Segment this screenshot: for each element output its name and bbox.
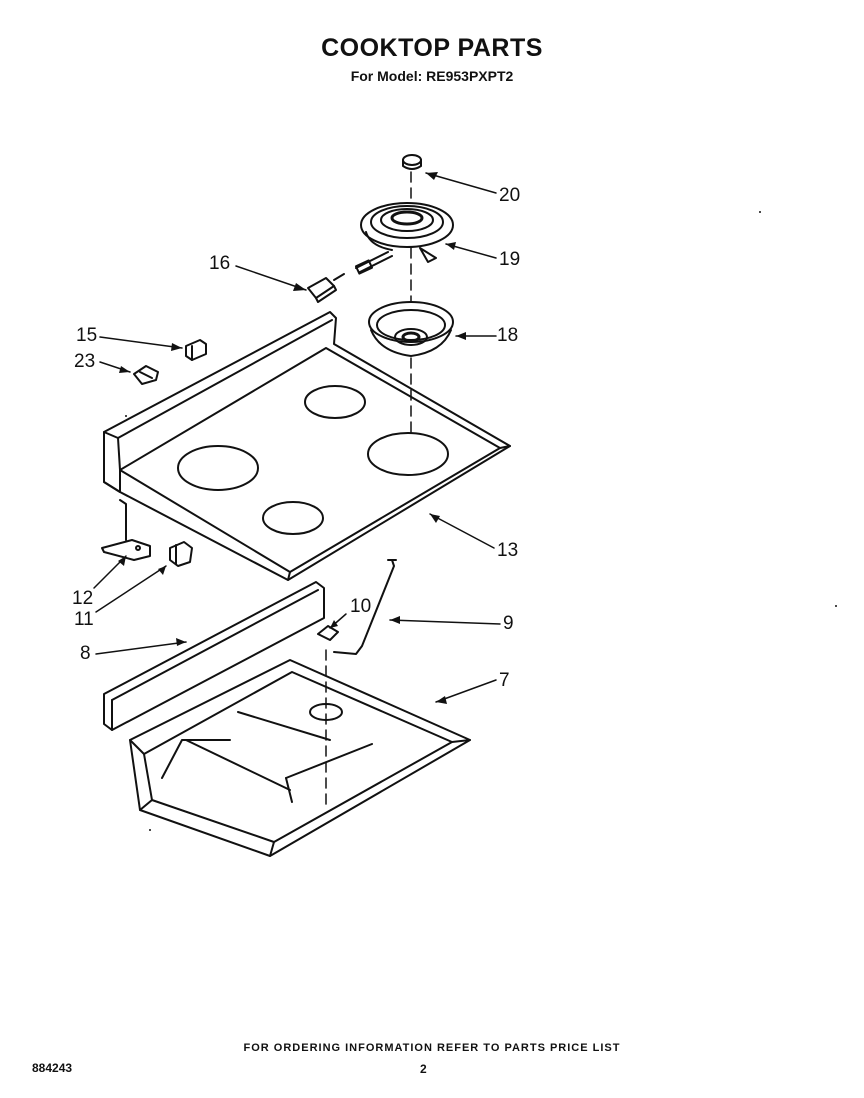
page-number: 2 <box>420 1062 427 1076</box>
page-title: COOKTOP PARTS <box>321 34 543 62</box>
callout-9: 9 <box>503 613 514 634</box>
part-7-under-pan <box>129 659 471 857</box>
part-20-cap <box>402 154 422 170</box>
callout-18: 18 <box>497 325 519 346</box>
callout-10: 10 <box>350 596 372 617</box>
leader-lines <box>93 172 501 703</box>
part-16-terminal-block <box>307 273 345 303</box>
callout-20: 20 <box>499 185 521 206</box>
callout-16: 16 <box>209 253 231 274</box>
leader-arrowheads <box>118 172 466 704</box>
ordering-info-note: FOR ORDERING INFORMATION REFER TO PARTS … <box>243 1042 621 1054</box>
part-23-clip <box>133 365 159 385</box>
callout-11: 11 <box>74 609 94 630</box>
part-18-drip-bowl <box>368 301 454 357</box>
part-19-surface-element <box>354 202 454 275</box>
callout-12: 12 <box>72 588 94 609</box>
callout-23: 23 <box>74 351 96 372</box>
callout-7: 7 <box>499 670 510 691</box>
scan-specks <box>125 211 837 831</box>
part-15-clip <box>185 339 207 361</box>
document-number: 884243 <box>32 1061 73 1075</box>
part-8-panel-strip <box>103 581 325 731</box>
part-12-bracket <box>101 539 151 561</box>
part-10-fastener <box>317 625 339 641</box>
part-11-hinge <box>169 541 193 567</box>
callout-15: 15 <box>76 325 98 346</box>
callout-19: 19 <box>499 249 521 270</box>
part-9-rod <box>333 559 397 655</box>
callout-8: 8 <box>80 643 91 664</box>
part-13-cooktop <box>103 311 511 581</box>
model-subtitle: For Model: RE953PXPT2 <box>350 68 514 84</box>
callout-13: 13 <box>497 540 519 561</box>
